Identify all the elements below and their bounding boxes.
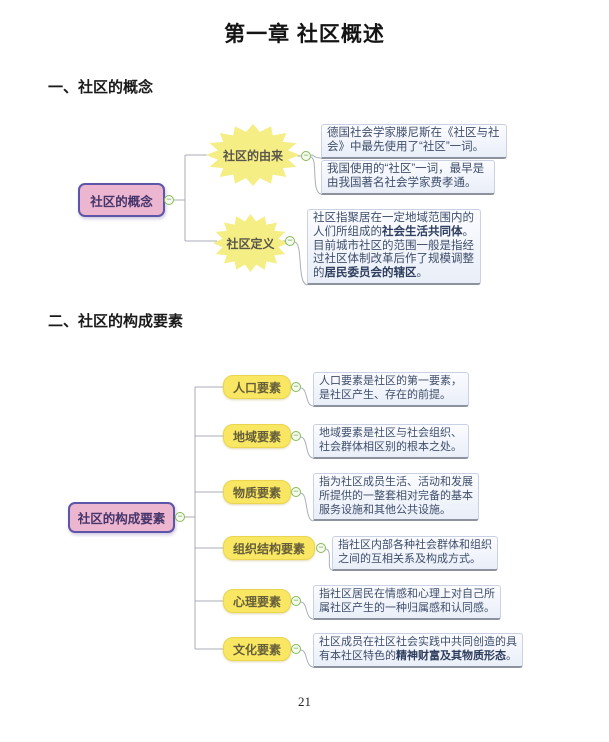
map1-root-node: 社区的概念 bbox=[78, 183, 165, 217]
map2-note-population: 人口要素是社区的第一要素，是社区产生、存在的前提。 bbox=[313, 372, 469, 407]
section-2-heading: 二、社区的构成要素 bbox=[48, 313, 184, 330]
note-text: 指社区内部各种社会群体和组织之间的互相关系及构成方式。 bbox=[338, 539, 492, 565]
note-text: 指为社区成员生活、活动和发展所提供的一整套相对完备的基本服务设施和其他公共设施。 bbox=[319, 476, 473, 516]
note-text: 我国使用的“社区”一词，最早是由我国著名社会学家费孝通。 bbox=[327, 163, 485, 189]
map1-branch-origin-node: 社区的由来 bbox=[206, 124, 300, 186]
note-text-bold: 居民委员会的辖区 bbox=[324, 267, 417, 280]
note-text: 德国社会学家滕尼斯在《社区与社会》中最先使用了“社区”一词。 bbox=[327, 127, 500, 153]
map2-note-territory: 地域要素是社区与社会组织、社会群体相区别的根本之处。 bbox=[313, 424, 469, 459]
minus-glyph: − bbox=[166, 194, 172, 204]
map2-note-psychology: 指社区居民在情感和心理上对自己所属社区产生的一种归属感和认同感。 bbox=[313, 585, 501, 620]
collapse-icon: − bbox=[301, 151, 311, 161]
minus-glyph: − bbox=[287, 235, 293, 245]
map1-root-label: 社区的概念 bbox=[90, 194, 153, 209]
map1-note-origin-1: 德国社会学家滕尼斯在《社区与社会》中最先使用了“社区”一词。 bbox=[321, 124, 507, 159]
note-text-bold: 社会生活共同体 bbox=[382, 225, 463, 238]
map2-note-organization: 指社区内部各种社会群体和组织之间的互相关系及构成方式。 bbox=[332, 536, 498, 571]
minus-glyph: − bbox=[293, 486, 299, 496]
map1-note-definition: 社区指聚居在一定地域范围内的人们所组成的社会生活共同体。目前城市社区的范围一般是… bbox=[307, 209, 481, 285]
map2-node-organization: 组织结构要素 bbox=[223, 536, 315, 560]
note-text: 社区成员在社区社会实践中共同创造的具有本社区特色的 bbox=[319, 636, 517, 662]
node-label: 人口要素 bbox=[232, 380, 281, 395]
node-label: 文化要素 bbox=[232, 642, 281, 657]
note-text: 。 bbox=[416, 267, 429, 280]
minus-glyph: − bbox=[293, 381, 299, 391]
map2-node-territory: 地域要素 bbox=[223, 424, 291, 448]
note-text: 人口要素是社区的第一要素，是社区产生、存在的前提。 bbox=[319, 375, 462, 401]
collapse-icon: − bbox=[164, 195, 174, 205]
map2-root-label: 社区的构成要素 bbox=[77, 512, 166, 526]
map1-branch-definition-node: 社区定义 bbox=[213, 214, 288, 272]
map2-root-node: 社区的构成要素 bbox=[68, 502, 175, 533]
map2-note-culture: 社区成员在社区社会实践中共同创造的具有本社区特色的精神财富及其物质形态。 bbox=[313, 633, 523, 668]
collapse-icon: − bbox=[291, 431, 301, 441]
minus-glyph: − bbox=[177, 511, 183, 521]
collapse-icon: − bbox=[316, 543, 326, 553]
map2-node-psychology: 心理要素 bbox=[223, 589, 291, 613]
collapse-icon: − bbox=[175, 512, 185, 522]
note-text: 社区指聚居在一定地域范围内的人们所组成的 bbox=[313, 212, 474, 238]
node-label: 心理要素 bbox=[232, 594, 281, 609]
collapse-icon: − bbox=[291, 487, 301, 497]
collapse-icon: − bbox=[291, 382, 301, 392]
minus-glyph: − bbox=[318, 542, 324, 552]
map1-branch-origin-label: 社区的由来 bbox=[222, 148, 283, 163]
page-number: 21 bbox=[298, 694, 311, 709]
note-text: 指社区居民在情感和心理上对自己所属社区产生的一种归属感和认同感。 bbox=[319, 588, 495, 614]
collapse-icon: − bbox=[291, 596, 301, 606]
minus-glyph: − bbox=[293, 595, 299, 605]
map1-note-origin-2: 我国使用的“社区”一词，最早是由我国著名社会学家费孝通。 bbox=[321, 160, 495, 195]
map2-node-material: 物质要素 bbox=[223, 480, 291, 504]
note-text: 。 bbox=[506, 649, 517, 662]
collapse-icon: − bbox=[291, 644, 301, 654]
map2-note-material: 指为社区成员生活、活动和发展所提供的一整套相对完备的基本服务设施和其他公共设施。 bbox=[313, 473, 479, 522]
section-1-heading: 一、社区的概念 bbox=[48, 79, 154, 96]
note-text-bold: 精神财富及其物质形态 bbox=[396, 649, 506, 662]
node-label: 物质要素 bbox=[232, 485, 281, 500]
note-text: 地域要素是社区与社会组织、社会群体相区别的根本之处。 bbox=[319, 427, 462, 453]
chapter-title: 第一章 社区概述 bbox=[224, 23, 385, 46]
map1-branch-definition-label: 社区定义 bbox=[226, 236, 275, 251]
minus-glyph: − bbox=[303, 150, 309, 160]
collapse-icon: − bbox=[285, 236, 295, 246]
map2-node-culture: 文化要素 bbox=[223, 637, 291, 661]
node-label: 地域要素 bbox=[232, 429, 281, 444]
note-text: 。目前城市社区的范围一般是指经过社区体制改革后作了规模调整的 bbox=[313, 225, 474, 280]
map2-node-population: 人口要素 bbox=[223, 375, 291, 399]
minus-glyph: − bbox=[293, 643, 299, 653]
node-label: 组织结构要素 bbox=[232, 541, 305, 556]
minus-glyph: − bbox=[293, 430, 299, 440]
